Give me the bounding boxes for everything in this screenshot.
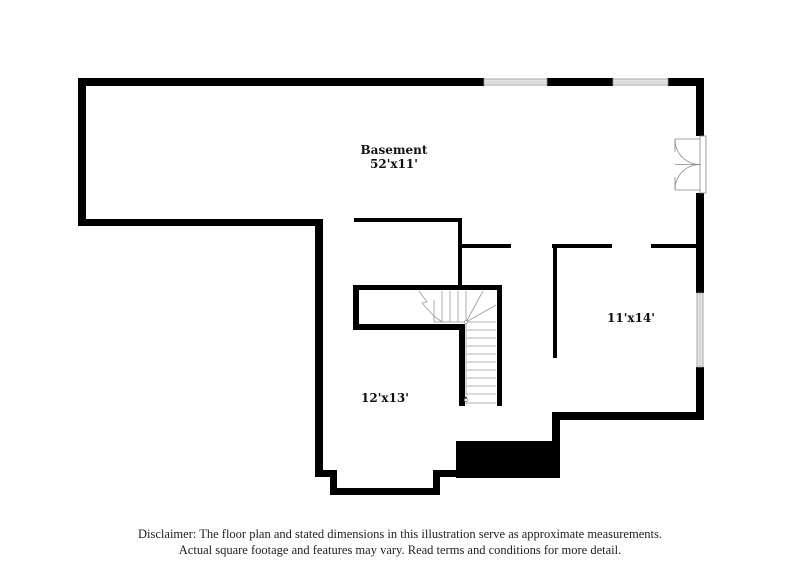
staircase-icon: [418, 290, 497, 404]
room-label-left-room: 12'x13': [361, 391, 409, 405]
room-dimensions: 11'x14': [607, 311, 655, 325]
exterior-walls: [78, 78, 704, 495]
disclaimer-line-2: Actual square footage and features may v…: [178, 543, 622, 557]
double-door-icon: [674, 135, 707, 194]
windows: [483, 78, 704, 368]
interior-walls: [353, 218, 701, 406]
room-dimensions: 12'x13': [361, 391, 409, 405]
room-dimensions: 52'x11': [370, 157, 418, 171]
disclaimer: Disclaimer: The floor plan and stated di…: [0, 526, 800, 558]
disclaimer-line-1: Disclaimer: The floor plan and stated di…: [138, 527, 662, 541]
room-name: Basement: [360, 143, 428, 157]
room-label-right-bedroom: 11'x14': [607, 311, 655, 325]
room-label-basement: Basement 52'x11': [361, 143, 428, 171]
